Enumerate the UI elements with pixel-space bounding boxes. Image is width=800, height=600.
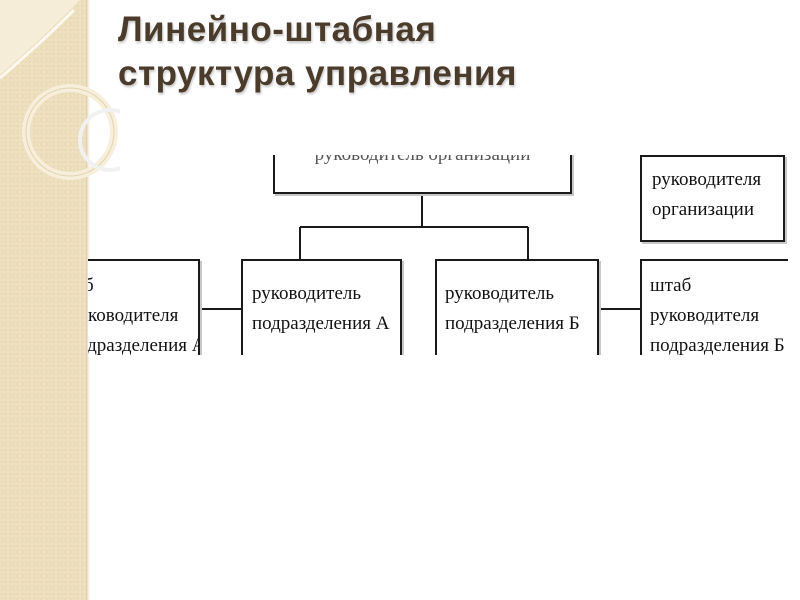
- top-staff-line-2: организации: [652, 199, 755, 220]
- staff-a-box: б ководителя подразделения А: [88, 259, 200, 357]
- staff-b-line-1: штаб: [650, 275, 692, 296]
- slide-title-line-1: Линейно-штабная: [118, 10, 437, 49]
- top-manager-box: руководитель организации: [273, 155, 572, 194]
- top-staff-line-1: руководителя: [652, 169, 762, 190]
- top-manager-label: руководитель организации: [275, 155, 570, 165]
- slide-title: Линейно-штабная структура управления: [118, 8, 517, 96]
- staff-b-line-3: подразделения Б: [650, 335, 785, 356]
- image-crop-edge: [88, 355, 788, 357]
- staff-a-line-2: ководителя: [88, 305, 179, 326]
- top-staff-box: руководителя организации: [640, 155, 785, 242]
- staff-a-line-1: б: [88, 271, 198, 301]
- staff-b-line-2: руководителя: [650, 305, 760, 326]
- org-chart-connectors: [200, 194, 640, 310]
- decorative-circles-icon: [0, 0, 120, 180]
- slide-title-line-2: структура управления: [118, 54, 517, 93]
- staff-a-line-3: подразделения А: [88, 335, 198, 356]
- manager-a-line-2: подразделения А: [252, 313, 390, 334]
- staff-b-box: штаб руководителя подразделения Б: [640, 259, 788, 357]
- org-chart: руководитель организации руководителя ор…: [88, 155, 788, 357]
- manager-b-line-1: руководитель: [445, 283, 555, 304]
- manager-b-line-2: подразделения Б: [445, 313, 580, 334]
- manager-b-box: руководитель подразделения Б: [435, 259, 599, 357]
- manager-a-box: руководитель подразделения А: [241, 259, 402, 357]
- manager-a-line-1: руководитель: [252, 283, 362, 304]
